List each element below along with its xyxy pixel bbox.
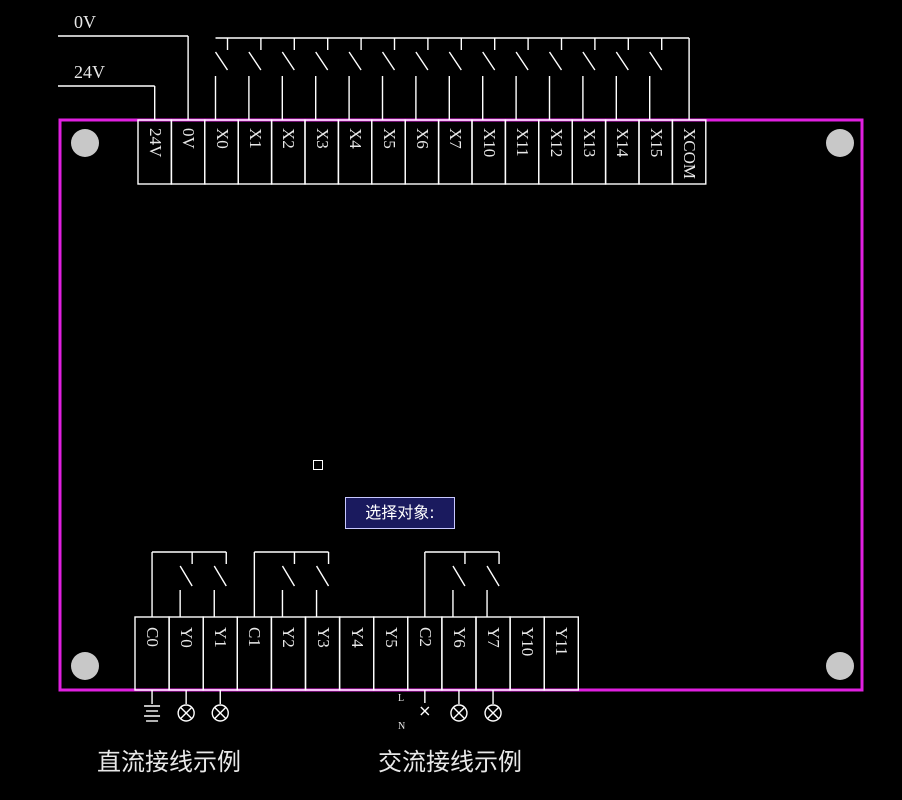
terminal-label-c0: C0 [143,627,163,647]
switch-contact-icon [179,565,193,587]
terminal-label-y10: Y10 [518,627,538,657]
switch-contact-icon [448,51,462,71]
terminal-label-x10: X10 [479,128,499,158]
switch-contact-icon [649,51,663,71]
switch-contact-icon [348,51,362,71]
terminal-label-y7: Y7 [484,627,504,648]
terminal-label-0v: 0V [179,128,199,149]
terminal-label-y1: Y1 [211,627,231,648]
switch-contact-icon [281,565,296,587]
ac-supply-icon [420,706,430,716]
switch-contact-icon [515,51,529,71]
lamp-icon [450,704,468,722]
terminal-label-xcom: XCOM [680,128,700,180]
switch-contact-icon [415,51,429,71]
terminal-label-y2: Y2 [279,627,299,648]
switch-contact-icon [281,51,295,71]
switch-contact-icon [213,565,227,587]
lamp-icon [484,704,502,722]
command-prompt-tooltip[interactable]: 选择对象: [345,497,455,529]
terminal-label-y5: Y5 [381,627,401,648]
pickbox-cursor-icon [313,460,323,470]
switch-contact-icon [548,51,563,71]
terminal-label-y0: Y0 [177,627,197,648]
lamp-icon [214,707,227,719]
switch-contact-icon [615,51,629,71]
zero-volt-label: 0V [74,12,96,32]
lamp-icon [180,707,193,719]
mount-hole-icon [826,129,854,157]
terminal-label-y11: Y11 [552,627,572,656]
terminal-label-x0: X0 [212,128,232,149]
switch-contact-icon [452,565,466,587]
switch-contact-icon [486,565,500,587]
switch-contact-icon [582,51,596,71]
switch-contact-icon [482,51,496,71]
ac-example-caption: 交流接线示例 [378,748,522,776]
lamp-icon [487,707,500,719]
terminal-label-x7: X7 [446,128,466,149]
terminal-bottom-y11[interactable] [543,616,580,691]
terminal-label-x5: X5 [379,128,399,149]
mount-hole-icon [71,652,99,680]
terminal-label-x13: X13 [579,128,599,158]
lamp-icon [177,704,195,722]
terminal-label-x14: X14 [613,128,633,158]
terminal-label-x6: X6 [412,128,432,149]
terminal-label-x15: X15 [646,128,666,158]
terminal-label-y3: Y3 [313,627,333,648]
terminal-label-x2: X2 [279,128,299,149]
switch-contact-icon [248,51,262,71]
terminal-label-x11: X11 [513,128,533,157]
terminal-label-c2: C2 [415,627,435,647]
switch-contact-icon [315,565,330,587]
ac-line-label: L [398,693,405,704]
lamp-icon [452,707,465,719]
dc-example-caption: 直流接线示例 [97,748,241,776]
terminal-label-x1: X1 [245,128,265,149]
ac-neutral-label: N [398,721,406,732]
terminal-label-x12: X12 [546,128,566,158]
twentyfour-volt-label: 24V [74,62,105,82]
mount-hole-icon [826,652,854,680]
terminal-label-24v: 24V [145,128,165,158]
lamp-icon [211,704,229,722]
terminal-label-c1: C1 [245,627,265,647]
switch-contact-icon [214,51,229,71]
terminal-label-y6: Y6 [449,627,469,648]
mount-hole-icon [71,129,99,157]
terminal-label-y4: Y4 [347,627,367,648]
terminal-label-x3: X3 [312,128,332,149]
terminal-label-x4: X4 [346,128,366,149]
switch-contact-icon [315,51,329,71]
switch-contact-icon [381,51,396,71]
